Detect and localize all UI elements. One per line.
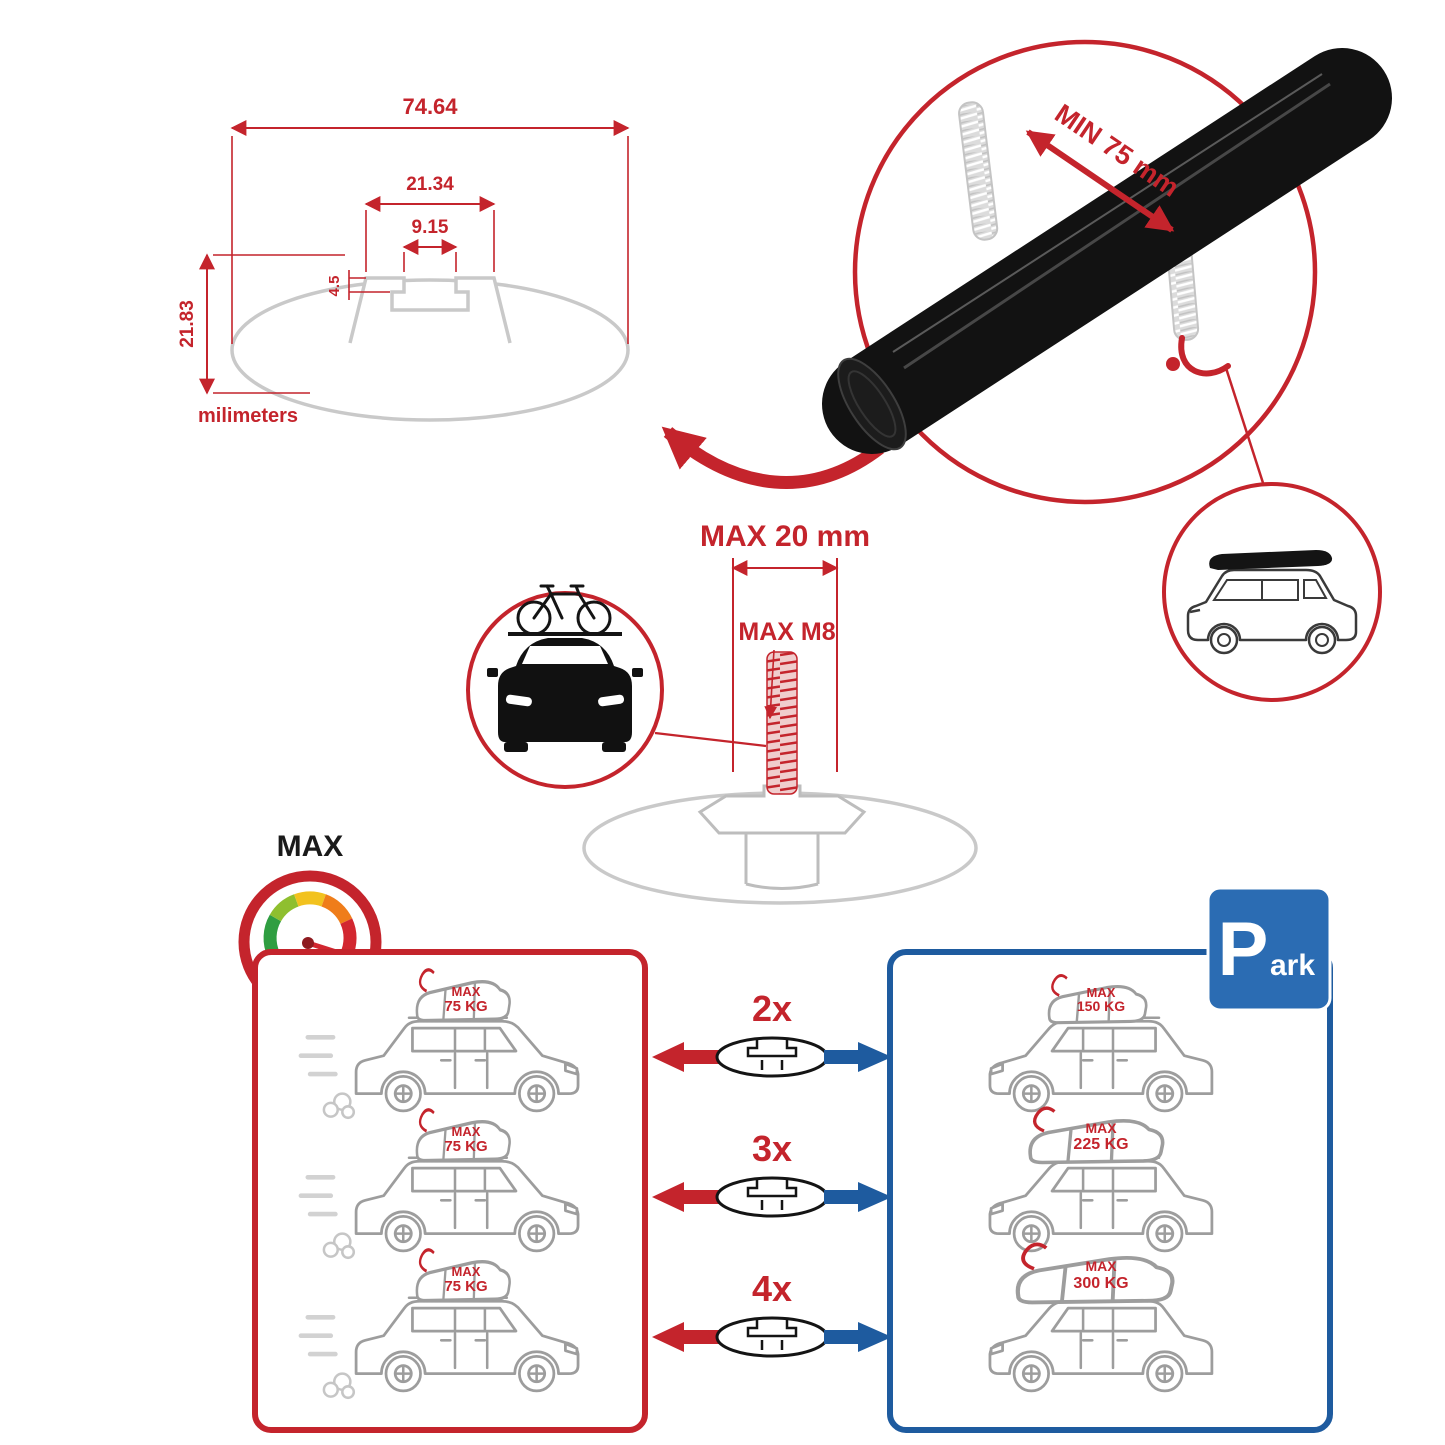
roof-box-icon — [1209, 550, 1333, 570]
cargo-weight-label: 75 KG — [444, 998, 487, 1015]
gauge-segment-orange — [321, 894, 353, 925]
bolt-diagram: MAX 20 mm MAX M8 — [582, 520, 978, 905]
oval-slot-icon — [746, 1318, 798, 1350]
exhaust-smoke — [341, 1105, 356, 1120]
blue-capacity-panel: MAX 150 KG MAX 225 KG MAX 300 KG — [887, 949, 1333, 1433]
max-length-label: MAX 20 mm — [700, 520, 870, 553]
lip-height-value: 4.5 — [326, 276, 343, 297]
closeup-pointer-arrow — [661, 426, 884, 489]
exhaust-smoke — [322, 1101, 339, 1118]
motion-lines — [298, 1034, 338, 1077]
parking-sign-board — [1206, 886, 1332, 1012]
cargo-weight-label: 300 KG — [1073, 1275, 1128, 1292]
max-thread-label: MAX M8 — [738, 618, 835, 646]
slot-width-ext-lines — [403, 252, 457, 272]
parking-letter: P — [1218, 907, 1269, 992]
u-bolt-hook — [1178, 335, 1231, 377]
crossbar-black-bar — [822, 48, 1392, 454]
red-arrow-icon — [652, 1042, 720, 1072]
lip-height-dim-lines — [348, 270, 390, 300]
suv-front-hub — [1217, 633, 1231, 647]
car-illustration — [298, 1156, 580, 1260]
gauge-segment-lime — [269, 894, 299, 922]
red-arrow-icon — [652, 1322, 720, 1352]
bike-car-circle — [466, 584, 767, 789]
bolt-length-lines — [732, 558, 838, 772]
suv-rear-wheel — [1307, 625, 1337, 655]
oval-slot-icon — [746, 1038, 798, 1070]
cargo-max-label: MAX — [452, 984, 481, 999]
suv-front-wheel — [1209, 625, 1239, 655]
min-distance-arrow — [1025, 129, 1175, 233]
total-width-ext-lines — [231, 136, 629, 344]
car-illustration — [298, 1016, 580, 1120]
car-illustration — [298, 1296, 580, 1400]
car-mirror-left — [487, 668, 498, 677]
channel-width-ext-lines — [365, 210, 495, 272]
car-mirror-right — [632, 668, 643, 677]
multiplier-label: 3x — [752, 1128, 792, 1169]
blue-arrow-icon — [824, 1182, 892, 1212]
red-arrow-icon — [652, 1182, 720, 1212]
multiplier-label: 2x — [752, 988, 792, 1029]
gauge-title: MAX — [277, 830, 344, 863]
car-headlight-left — [505, 694, 532, 707]
cargo-weight-label: 150 KG — [1077, 998, 1125, 1014]
car-tire-left — [504, 742, 528, 752]
parking-suffix: ark — [1270, 949, 1315, 982]
bar-end-slot — [847, 370, 897, 438]
oval-slot-icon — [746, 1178, 798, 1210]
crossbar-profile-ellipse — [230, 278, 630, 422]
cargo-max-label: MAX — [1085, 1120, 1117, 1136]
bike-frame — [532, 584, 596, 620]
car-windshield — [522, 646, 608, 664]
mounting-bolt — [766, 651, 798, 795]
cargo-max-label: MAX — [1087, 985, 1116, 1000]
t-slot-channel — [348, 276, 512, 344]
suv-rear-hub — [1315, 633, 1329, 647]
red-capacity-panel: MAX 75 KG MAX 75 KG MAX 75 KG — [252, 949, 648, 1433]
roofbox-car-circle — [1162, 482, 1382, 702]
suv-headlight — [1189, 608, 1201, 614]
cargo-weight-label: 75 KG — [444, 1138, 487, 1155]
leader-to-bolt — [654, 731, 767, 748]
cargo-max-label: MAX — [452, 1124, 481, 1139]
gauge-segment-yellow — [294, 891, 326, 907]
exhaust-smoke — [322, 1241, 339, 1258]
crossbar-multipliers: 2x 3x 4x — [652, 988, 892, 1358]
profile-height-value: 21.83 — [177, 300, 198, 348]
car-headlight-right — [598, 694, 625, 707]
u-bolt-rod-left — [958, 101, 999, 241]
hook-point-dot — [1166, 357, 1180, 371]
parking-sign: P ark — [1206, 886, 1332, 1012]
motion-lines — [298, 1174, 338, 1217]
exhaust-smoke — [341, 1385, 356, 1400]
exhaust-smoke — [322, 1381, 339, 1398]
slot-width-value: 9.15 — [412, 217, 449, 238]
crossbar-dimension-diagram: 74.64 21.34 9.15 4.5 21.83 milimeters — [177, 94, 630, 427]
units-label: milimeters — [198, 405, 298, 427]
blue-arrow-icon — [824, 1042, 892, 1072]
channel-width-value: 21.34 — [406, 174, 454, 195]
profile-height-ext-lines — [213, 254, 345, 394]
cargo-max-label: MAX — [1085, 1258, 1117, 1274]
blue-arrow-icon — [824, 1322, 892, 1352]
exhaust-smoke — [341, 1245, 356, 1260]
multiplier-label: 4x — [752, 1268, 792, 1309]
cargo-max-label: MAX — [452, 1264, 481, 1279]
car-tire-right — [602, 742, 626, 752]
gauge-pivot — [302, 937, 314, 949]
t-nut-plate — [697, 784, 867, 835]
bar-end-cap — [837, 357, 907, 451]
total-width-value: 74.64 — [402, 94, 458, 119]
plate-stem — [744, 833, 820, 890]
suv-windows — [1212, 579, 1328, 601]
leader-to-roofbox-circle — [1224, 367, 1266, 487]
cargo-weight-label: 75 KG — [444, 1278, 487, 1295]
cargo-weight-label: 225 KG — [1073, 1136, 1128, 1153]
thread-leader-line — [764, 649, 778, 720]
motion-lines — [298, 1314, 338, 1357]
crossbar-closeup: MIN 75 mm — [822, 39, 1392, 505]
